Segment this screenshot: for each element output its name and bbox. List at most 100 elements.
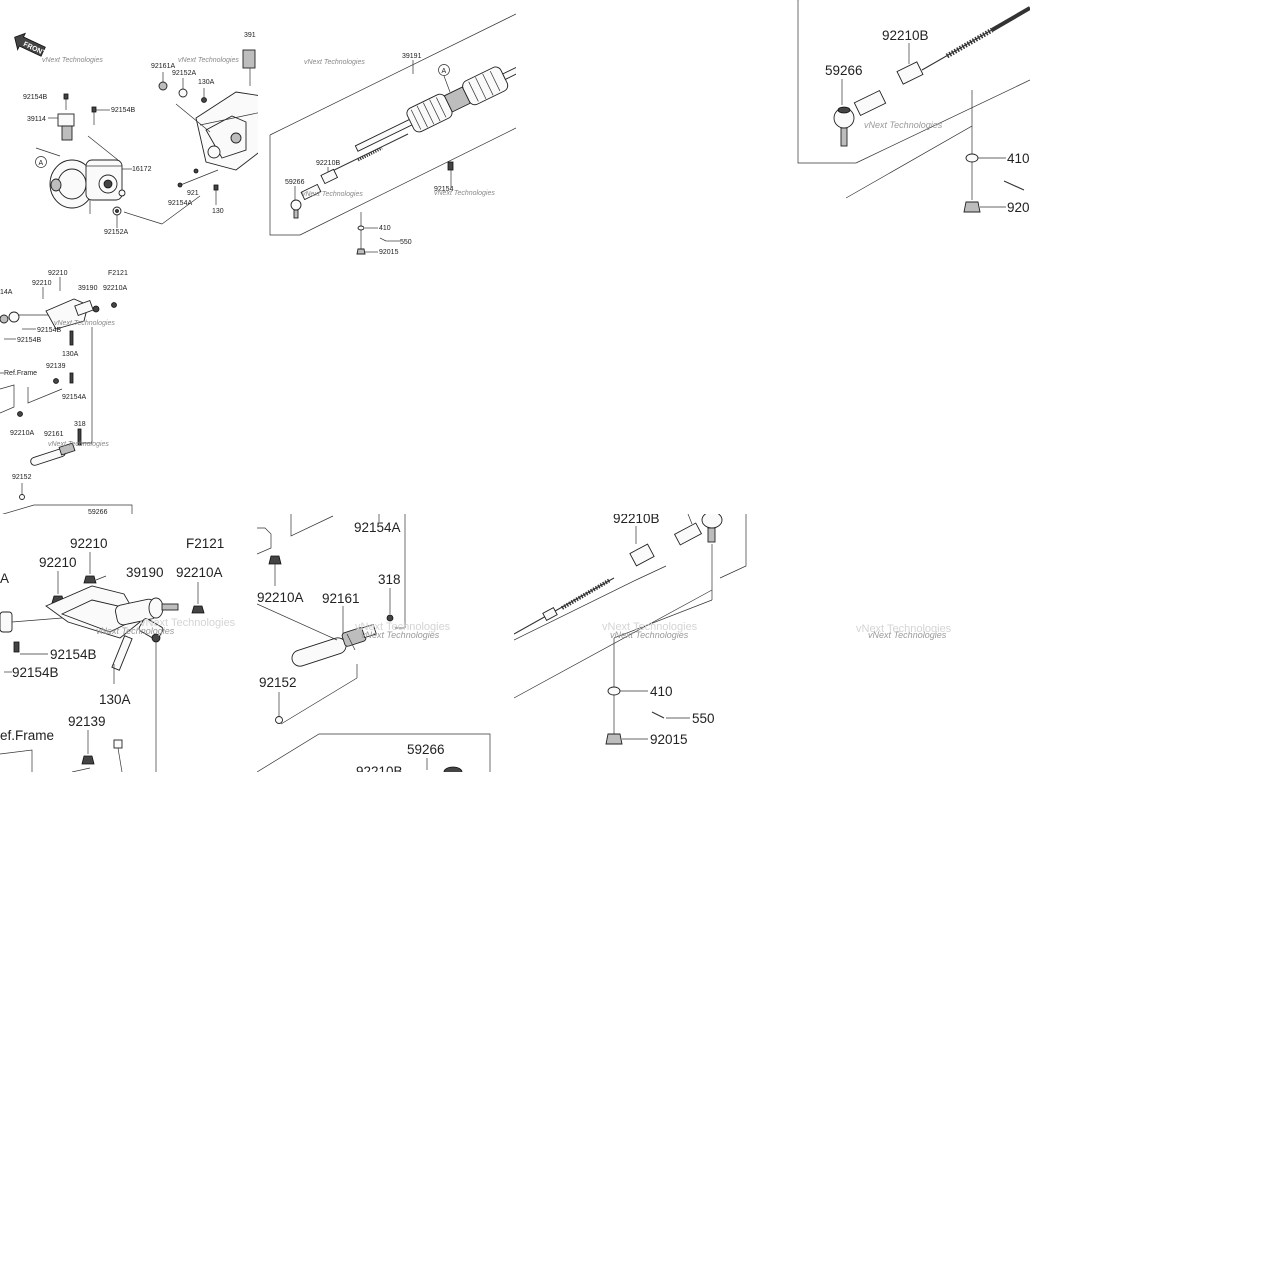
part-number: 92154A bbox=[62, 394, 86, 401]
part-number: 92154B bbox=[12, 665, 59, 680]
watermark-svg: vNext Technologies vNext Technologies bbox=[856, 623, 952, 640]
universal-joint-shape bbox=[0, 611, 13, 633]
watermark-text: vNext Technologies bbox=[178, 57, 239, 64]
part-number: 92210A bbox=[257, 590, 304, 605]
watermark-text: vNext Technologies bbox=[302, 191, 363, 198]
part-number: 92154B bbox=[111, 107, 135, 114]
part-number: 130A bbox=[62, 351, 79, 358]
part-number: 130A bbox=[99, 692, 131, 707]
part-number: 318 bbox=[378, 572, 401, 587]
nut-shape bbox=[268, 555, 282, 565]
part-number: 550 bbox=[400, 239, 412, 246]
part-number: 59266 bbox=[285, 179, 305, 186]
part-number: 318 bbox=[74, 421, 86, 428]
tie-rod-end-shape bbox=[290, 183, 322, 219]
part-number: 92154A bbox=[168, 200, 192, 207]
part-number: A bbox=[0, 571, 9, 586]
tie-rod-end-svg: 92210B 59266 vNext Technologies 410 920 bbox=[797, 0, 1030, 215]
part-number: 59266 bbox=[407, 742, 445, 757]
part-number: 92152A bbox=[172, 70, 196, 77]
part-number: 92210B bbox=[316, 160, 340, 167]
tie-rod-end-shape bbox=[833, 89, 887, 147]
part-number: 92152 bbox=[259, 675, 297, 690]
steering-pump-svg: FRONT vNext Technologies vNext Technolog… bbox=[14, 32, 262, 236]
part-number: 92152A bbox=[104, 229, 128, 236]
joint-shape bbox=[57, 113, 75, 127]
part-number: 92152 bbox=[12, 474, 32, 481]
tie-rod-detail-svg: 92210B vNext Technologies vNext Technolo… bbox=[514, 514, 747, 747]
part-number: 92210A bbox=[10, 430, 34, 437]
washer-shape bbox=[178, 88, 188, 98]
ref-marker: A bbox=[39, 160, 44, 167]
steering-rack-tile: 39191 vNext Technologies A bbox=[258, 0, 516, 262]
watermark-text: vNext Technologies bbox=[42, 57, 103, 64]
watermark-text: vNext Technologies bbox=[355, 621, 451, 633]
part-number: 920 bbox=[1007, 200, 1030, 215]
watermark-text: vNext Technologies bbox=[602, 621, 698, 633]
power-steering-unit-shape bbox=[49, 159, 126, 214]
part-number: 39191 bbox=[402, 53, 422, 60]
steering-rack-svg: 39191 vNext Technologies A bbox=[269, 13, 516, 256]
part-number: 16172 bbox=[132, 166, 152, 173]
watermark-text: vNext Technologies bbox=[304, 59, 365, 66]
watermark-text: vNext Technologies bbox=[140, 617, 236, 629]
part-number: 92154B bbox=[50, 647, 97, 662]
steering-pump-tile: FRONT vNext Technologies vNext Technolog… bbox=[0, 0, 262, 262]
steering-column-detail-svg: 92210 F2121 92210 39190 92210A A bbox=[0, 536, 236, 772]
part-number: 391 bbox=[244, 32, 256, 39]
tie-rod-end-shape bbox=[673, 514, 723, 546]
steering-column-detail-tile: 92210 F2121 92210 39190 92210A A bbox=[0, 514, 258, 772]
part-number: 130 bbox=[212, 208, 224, 215]
steering-column-shape bbox=[45, 585, 179, 643]
part-number: 59266 bbox=[88, 509, 108, 515]
part-number: 92210A bbox=[103, 285, 127, 292]
part-number: 410 bbox=[650, 684, 673, 699]
nut-shape bbox=[83, 575, 97, 584]
part-number: F2121 bbox=[108, 270, 128, 277]
part-number: 92161 bbox=[44, 431, 64, 438]
watermark-text: vNext Technologies bbox=[48, 441, 109, 448]
part-number: 39114 bbox=[27, 116, 46, 123]
part-number: 14A bbox=[0, 289, 13, 296]
part-number: 92210B bbox=[356, 764, 403, 772]
part-number: 92154A bbox=[354, 520, 401, 535]
part-number: 550 bbox=[692, 711, 715, 726]
part-number: 92161A bbox=[151, 63, 175, 70]
part-number: 59266 bbox=[825, 63, 863, 78]
washer-shape bbox=[158, 81, 168, 91]
watermark-text: vNext Technologies bbox=[96, 626, 175, 636]
part-number: 92210B bbox=[613, 514, 660, 526]
intermediate-shaft-shape bbox=[30, 442, 76, 466]
watermark-text: vNext Technologies bbox=[434, 190, 495, 197]
part-number: 92210A bbox=[176, 565, 223, 580]
steering-column-overview-svg: 92210 92210 F2121 14A 39190 92210A vNext… bbox=[0, 270, 133, 515]
part-number: 92154B bbox=[17, 337, 41, 344]
part-number: 92139 bbox=[68, 714, 106, 729]
part-number: 92154B bbox=[23, 94, 47, 101]
watermark-text: vNext Technologies bbox=[610, 630, 689, 640]
part-number: 92210 bbox=[48, 270, 68, 277]
intermediate-shaft-detail-svg: 92154A 92210A 318 92161 vNext Technolog bbox=[257, 514, 491, 772]
part-number: 410 bbox=[1007, 151, 1030, 166]
sleeve-shape bbox=[896, 61, 924, 85]
watermark-text: vNext Technologies bbox=[864, 120, 943, 130]
watermark-text: vNext Technologies bbox=[361, 630, 440, 640]
part-number: 92154 bbox=[434, 186, 454, 193]
intermediate-shaft-shape bbox=[291, 623, 377, 667]
column-bracket-shape bbox=[0, 298, 117, 330]
frame-bracket-shape bbox=[195, 91, 262, 171]
part-number: 92210 bbox=[32, 280, 52, 287]
part-number: 410 bbox=[379, 225, 391, 232]
ref-frame-label: Ref.Frame bbox=[4, 370, 37, 377]
sleeve-shape bbox=[320, 168, 339, 185]
sleeve-shape bbox=[629, 543, 655, 567]
part-number: 130A bbox=[198, 79, 215, 86]
part-number: 39190 bbox=[78, 285, 98, 292]
ref-marker: A bbox=[442, 68, 447, 75]
part-number: 92161 bbox=[322, 591, 360, 606]
watermark-text: vNext Technologies bbox=[856, 623, 952, 635]
watermark-tile: vNext Technologies vNext Technologies bbox=[772, 514, 1030, 772]
part-number: 921 bbox=[187, 190, 199, 197]
nut-shape bbox=[201, 97, 207, 103]
